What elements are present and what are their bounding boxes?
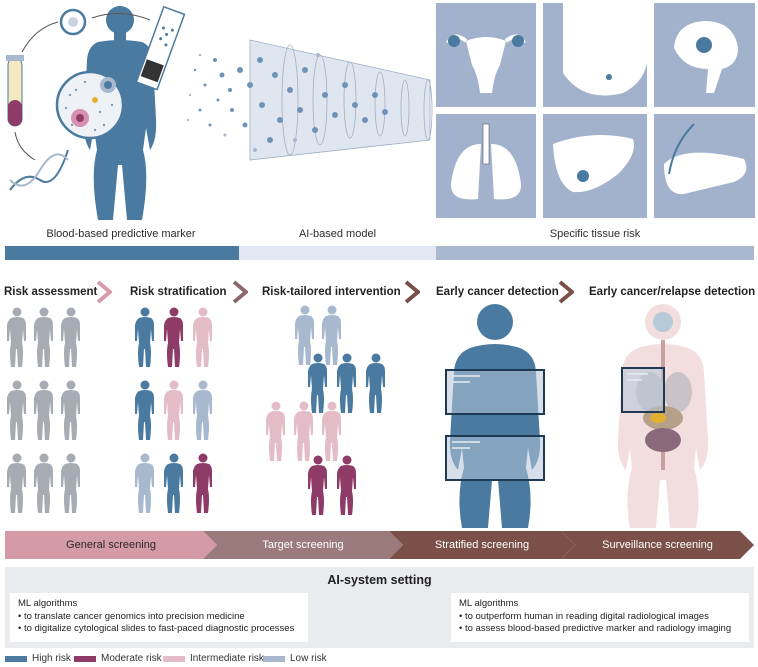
person-figure-icon xyxy=(337,455,356,515)
surveillance-screening-label: Surveillance screening xyxy=(602,539,713,551)
breast-icon xyxy=(563,3,647,96)
person-figure-icon xyxy=(61,453,80,513)
setting-box-right: ML algorithms • to outperform human in r… xyxy=(451,593,749,642)
pancreas-icon xyxy=(664,123,747,195)
legend-high-risk: High risk xyxy=(5,653,71,664)
legend-intermediate-risk: Intermediate risk xyxy=(163,653,264,664)
top-illustration xyxy=(6,5,433,220)
lungs-icon xyxy=(450,123,522,200)
dna-icon xyxy=(9,149,69,191)
ai-system-setting-title: AI-system setting xyxy=(327,573,432,587)
population-figures xyxy=(7,304,709,528)
stage-early-cancer-relapse-detection: Early cancer/relapse detection xyxy=(589,286,756,298)
ai-model-funnel-icon xyxy=(186,39,433,161)
tissue-tile-pancreas xyxy=(654,114,755,218)
person-figure-icon xyxy=(294,401,313,461)
liver-icon xyxy=(553,135,634,193)
legend-swatch xyxy=(5,655,27,662)
person-figure-icon xyxy=(34,380,53,440)
person-figure-icon xyxy=(193,307,212,367)
person-figure-icon xyxy=(7,380,26,440)
person-figure-icon xyxy=(164,380,183,440)
chevron-right-icon xyxy=(558,280,574,304)
person-figure-icon xyxy=(7,453,26,513)
person-figure-icon xyxy=(61,380,80,440)
target-screening-label: Target screening xyxy=(262,539,344,551)
person-figure-icon xyxy=(135,380,154,440)
person-figure-icon xyxy=(322,401,341,461)
setting-left-item: • to digitalize cytological slides to fa… xyxy=(18,623,295,634)
setting-left-heading: ML algorithms xyxy=(18,598,78,609)
person-figure-icon xyxy=(337,353,356,413)
legend-swatch xyxy=(263,655,285,662)
uterus-icon xyxy=(446,34,526,93)
person-figure-icon xyxy=(34,453,53,513)
stage-early-cancer-detection: Early cancer detection xyxy=(436,286,559,298)
setting-right-item: • to assess blood-based predictive marke… xyxy=(459,623,732,634)
band-ai xyxy=(239,246,436,260)
person-figure-icon xyxy=(308,353,327,413)
slide-icon xyxy=(135,5,186,91)
stratified-screening-label: Stratified screening xyxy=(434,539,530,551)
legend-swatch xyxy=(74,655,96,662)
large-figure-detection xyxy=(445,304,545,528)
large-figure-surveillance xyxy=(617,304,709,528)
person-figure-icon xyxy=(193,453,212,513)
person-figure-icon xyxy=(295,305,314,365)
tissue-tile-brain xyxy=(654,3,755,107)
blood-tube-icon xyxy=(6,55,24,127)
person-figure-icon xyxy=(164,453,183,513)
stage-risk-tailored-intervention: Risk-tailored intervention xyxy=(262,286,401,298)
stage-risk-assessment: Risk assessment xyxy=(4,286,98,298)
legend-label: High risk xyxy=(32,653,71,664)
person-figure-icon xyxy=(7,307,26,367)
legend-low-risk: Low risk xyxy=(263,653,327,664)
person-figure-icon xyxy=(366,353,385,413)
band-tissue xyxy=(436,246,754,260)
legend-label: Low risk xyxy=(290,653,327,664)
stage-risk-stratification: Risk stratification xyxy=(130,286,227,298)
general-screening-bar: General screening xyxy=(5,531,217,559)
target-screening-bar: Target screening xyxy=(203,531,403,559)
chevron-right-icon xyxy=(96,280,112,304)
brain-icon xyxy=(674,21,738,93)
legend-swatch xyxy=(163,655,185,662)
tissue-tile-uterus xyxy=(436,3,536,107)
person-figure-icon xyxy=(164,307,183,367)
chevron-right-icon xyxy=(232,280,248,304)
chevron-right-icon xyxy=(404,280,420,304)
caption-ai-model: AI-based model xyxy=(298,228,377,240)
person-figure-icon xyxy=(135,453,154,513)
legend-label: Moderate risk xyxy=(101,653,162,664)
tissue-tile-lungs xyxy=(436,114,536,218)
person-figure-icon xyxy=(308,455,327,515)
legend-label: Intermediate risk xyxy=(190,653,264,664)
tissue-tile-breast xyxy=(543,3,647,107)
surveillance-screening-bar: Surveillance screening xyxy=(561,531,754,559)
person-figure-icon xyxy=(193,380,212,440)
setting-left-item: • to translate cancer genomics into prec… xyxy=(18,610,245,622)
petri-dish-icon xyxy=(59,8,87,36)
general-screening-label: General screening xyxy=(66,539,156,551)
person-figure-icon xyxy=(61,307,80,367)
caption-blood-marker: Blood-based predictive marker xyxy=(46,228,196,240)
person-figure-icon xyxy=(322,305,341,365)
legend-moderate-risk: Moderate risk xyxy=(74,653,162,664)
cell-magnifier-icon xyxy=(55,70,125,140)
person-figure-icon xyxy=(266,401,285,461)
setting-right-heading: ML algorithms xyxy=(459,598,519,609)
setting-box-left: ML algorithms • to translate cancer geno… xyxy=(10,593,308,642)
ai-system-setting-panel: AI-system setting ML algorithms • to tra… xyxy=(5,567,754,648)
tissue-tile-liver xyxy=(543,114,647,218)
stratified-screening-bar: Stratified screening xyxy=(389,531,575,559)
band-blood xyxy=(5,246,239,260)
setting-right-item: • to outperform human in reading digital… xyxy=(459,610,709,622)
person-figure-icon xyxy=(34,307,53,367)
person-figure-icon xyxy=(135,307,154,367)
caption-tissue-risk: Specific tissue risk xyxy=(549,228,641,240)
